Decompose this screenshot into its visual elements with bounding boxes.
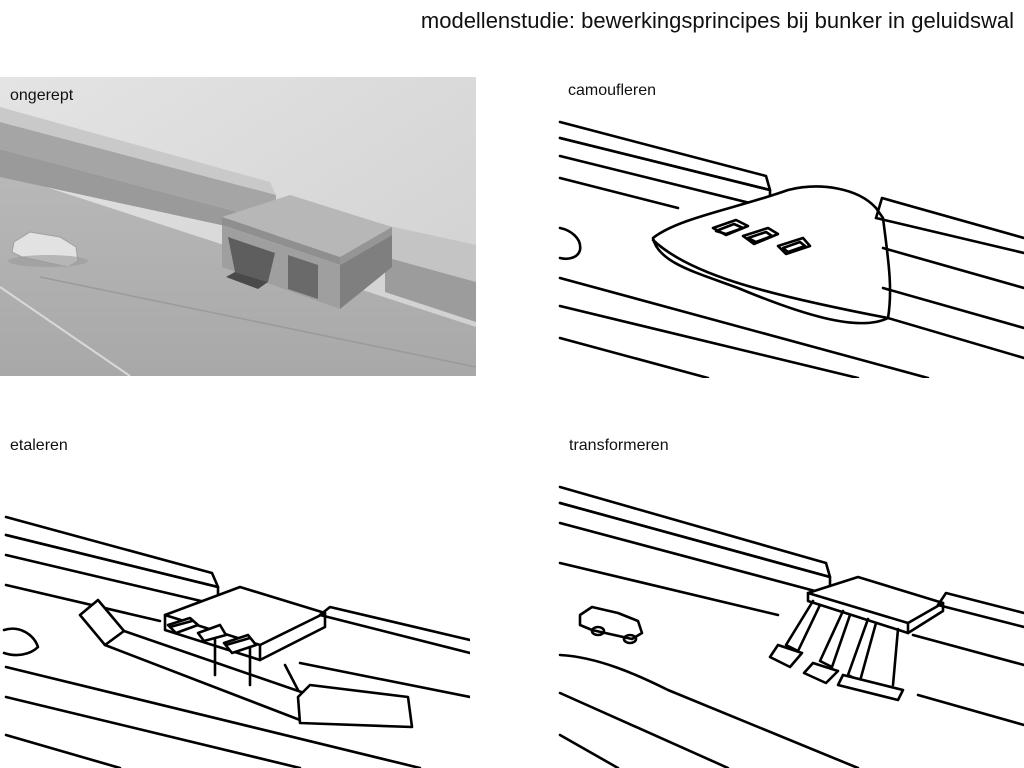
panel-label-etaleren: etaleren (10, 437, 68, 454)
sketch-camoufleren (558, 120, 1024, 378)
panel-label-ongerept: ongerept (10, 87, 74, 104)
panel-label-camoufleren: camoufleren (568, 82, 657, 99)
panel-transformeren: transformeren (558, 435, 1024, 768)
car-sketch (578, 605, 644, 645)
panel-label-transformeren: transformeren (569, 437, 669, 454)
model-photo-ongerept (0, 77, 476, 376)
panel-ongerept: ongerept (0, 77, 476, 376)
car-model (8, 231, 88, 268)
panel-etaleren: etaleren (0, 435, 470, 768)
sketch-transformeren (558, 485, 1024, 768)
page-title: modellenstudie: bewerkingsprincipes bij … (420, 8, 1014, 33)
sketch-etaleren (2, 515, 470, 768)
panel-camoufleren: camoufleren (558, 78, 1024, 378)
